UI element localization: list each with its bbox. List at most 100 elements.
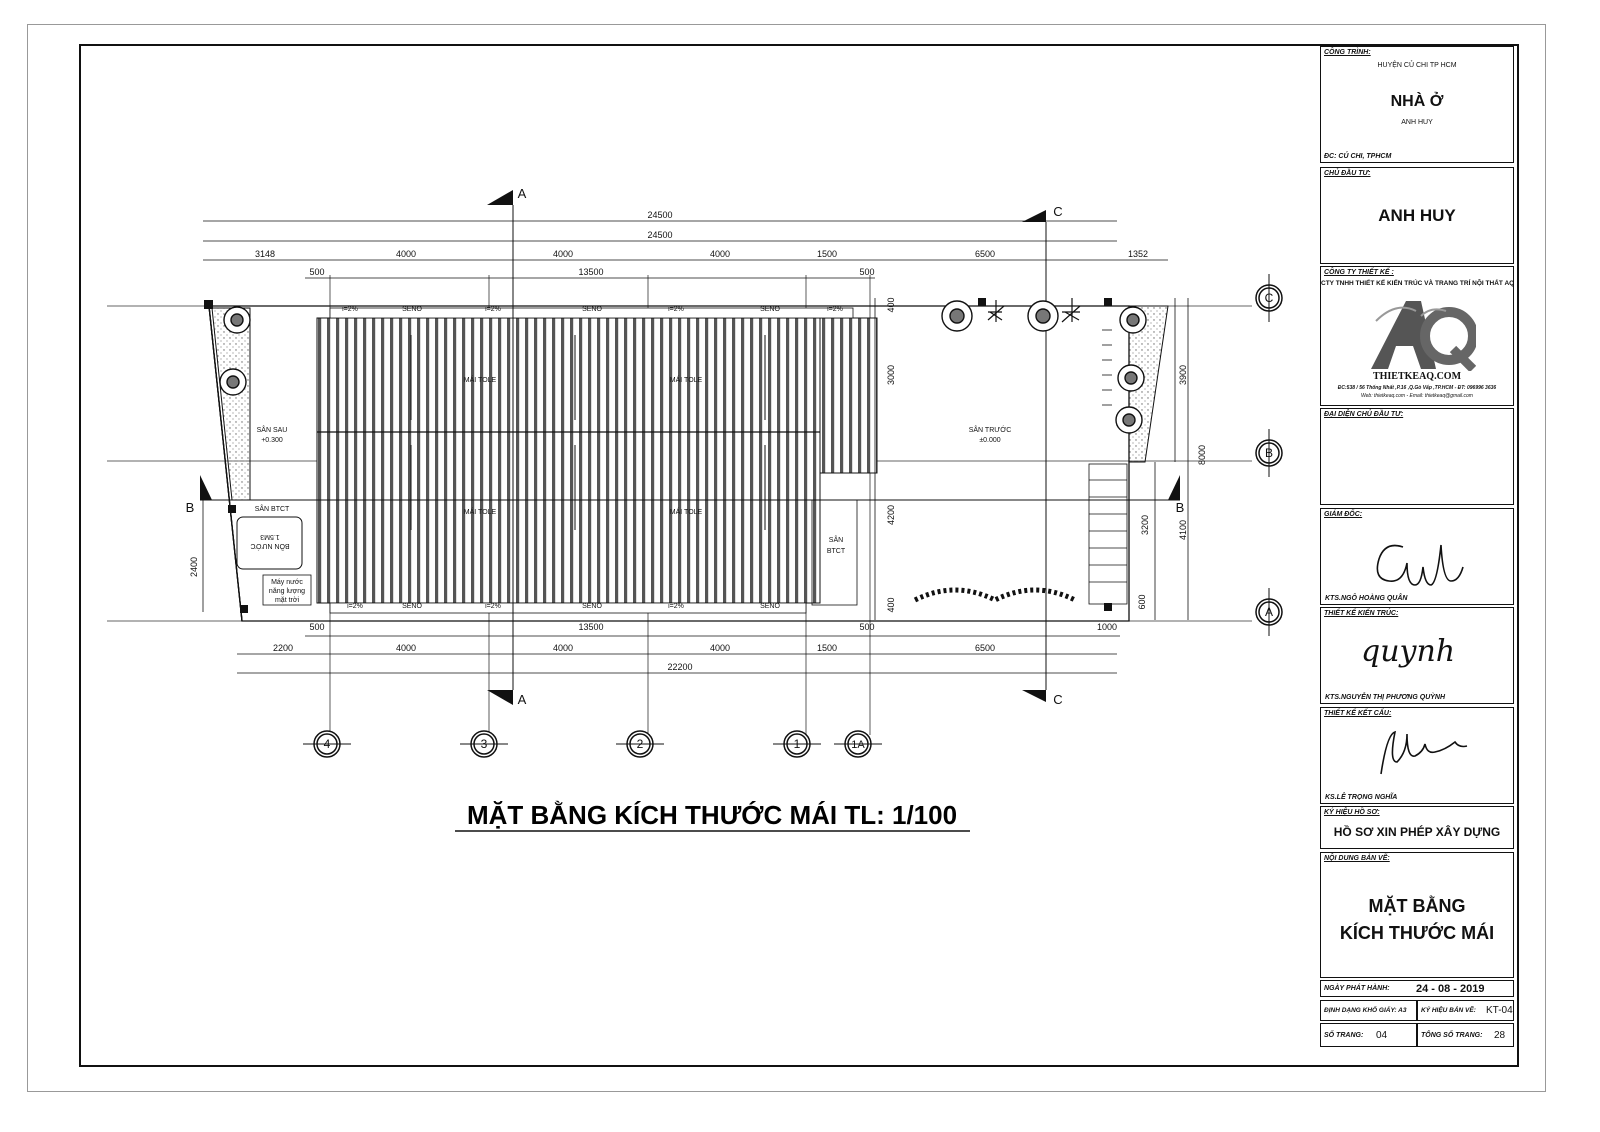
water-tank-capacity: 1.5M3 (260, 533, 280, 540)
dim-top-seg: 1500 (817, 249, 837, 259)
dim-top-inner: 500 (859, 267, 874, 277)
axis-label-c: C (1265, 291, 1274, 305)
gutter-top (329, 307, 854, 319)
slope-label: i=2% (668, 603, 684, 610)
back-yard-level: +0.300 (261, 437, 283, 444)
gutter-bottom (329, 602, 807, 614)
architect-name: KTS.NGUYỄN THỊ PHƯƠNG QUỲNH (1325, 694, 1446, 701)
content-cell: NỘI DUNG BẢN VẼ: MẶT BẰNG KÍCH THƯỚC MÁI (1320, 852, 1514, 978)
director-label: GIÁM ĐỐC: (1324, 511, 1363, 518)
issue-cell: NGÀY PHÁT HÀNH: 24 - 08 - 2019 (1320, 980, 1514, 997)
slope-label: i=2% (485, 603, 501, 610)
director-signature (1376, 544, 1464, 586)
slab-yard-mid-label: BTCT (827, 548, 846, 555)
solar-heater-label: Máy nước (271, 579, 303, 586)
dim-mid: 3000 (886, 365, 896, 385)
architect-cell: THIẾT KẾ KIẾN TRÚC: quynh KTS.NGUYỄN THỊ… (1320, 607, 1514, 704)
issue-label: NGÀY PHÁT HÀNH: (1324, 985, 1390, 992)
slope-label: i=2% (668, 306, 684, 313)
drawing-title: MẶT BẰNG KÍCH THƯỚC MÁI TL: 1/100 (467, 800, 957, 830)
structure-signature (1380, 730, 1468, 775)
water-tank-label: BỒN NƯỚC (250, 542, 289, 552)
dim-top-seg: 4000 (396, 249, 416, 259)
dim-mid: 400 (886, 597, 896, 612)
dim-bottom-seg: 1500 (817, 643, 837, 653)
roof-label: MÁI TOLE (464, 507, 497, 516)
solar-heater-label: mặt trời (275, 597, 299, 604)
dim-right: 600 (1137, 594, 1147, 609)
sheet-code-cell: KÝ HIỆU BẢN VẼ: KT-04 (1417, 1000, 1514, 1021)
axis-label-4: 4 (324, 737, 331, 751)
gutter-label: SENO (402, 603, 422, 610)
dim-bottom-seg: 6500 (975, 643, 995, 653)
dim-bottom-inner: 1000 (1097, 622, 1117, 632)
roof-label: MÁI TOLE (464, 375, 497, 384)
gutter-label: SENO (760, 306, 780, 313)
project-owner: ANH HUY (1401, 119, 1433, 126)
back-yard-label: SÂN SAU (257, 425, 288, 434)
axis-label-2: 2 (637, 737, 644, 751)
company-logo (1371, 301, 1476, 371)
solar-heater-outline (262, 574, 312, 606)
dim-bottom-inner: 500 (309, 622, 324, 632)
investor-label: CHỦ ĐẦU TƯ: (1324, 170, 1371, 177)
project-label: CÔNG TRÌNH: (1324, 49, 1371, 56)
director-name: KTS.NGÔ HOÀNG QUÂN (1325, 595, 1408, 602)
dim-bottom-inner: 500 (859, 622, 874, 632)
issue-date: 24 - 08 - 2019 (1416, 983, 1485, 995)
drawing-frame (79, 44, 1519, 1067)
investor-cell: CHỦ ĐẦU TƯ: ANH HUY (1320, 167, 1514, 264)
dim-top-seg: 6500 (975, 249, 995, 259)
structure-name: KS.LÊ TRỌNG NGHĨA (1325, 794, 1398, 801)
front-stairs (1088, 329, 1128, 605)
gutter-label: SENO (582, 603, 602, 610)
dim-top-seg: 4000 (710, 249, 730, 259)
dim-top-seg: 4000 (553, 249, 573, 259)
slab-yard-outline (811, 499, 858, 606)
axis-label-1: 1 (794, 737, 801, 751)
project-location: HUYỆN CỦ CHI TP HCM (1377, 62, 1457, 69)
paper-label: ĐỊNH DẠNG KHỔ GIẤY: A3 (1324, 1007, 1407, 1014)
designer-company: CTY TNHH THIẾT KẾ KIẾN TRÚC VÀ TRANG TRÍ… (1321, 280, 1515, 287)
sheet-code: KT-04 (1486, 1005, 1513, 1016)
slope-label: i=2% (827, 306, 843, 313)
solar-heater-label: năng lượng (269, 588, 305, 595)
designer-cell: CÔNG TY THIẾT KẾ : CTY TNHH THIẾT KẾ KIẾ… (1320, 266, 1514, 406)
investor-name: ANH HUY (1378, 206, 1456, 225)
sheet-code-label: KÝ HIỆU BẢN VẼ: (1421, 1007, 1476, 1014)
sheet-outer-border (27, 24, 1546, 1092)
dim-right: 4100 (1178, 520, 1188, 540)
dim-top-seg: 1352 (1128, 249, 1148, 259)
page-cell: SỐ TRANG: 04 (1320, 1023, 1417, 1047)
back-yard-planter (211, 307, 251, 501)
director-cell: GIÁM ĐỐC: KTS.NGÔ HOÀNG QUÂN (1320, 508, 1514, 605)
roof-label: MÁI TOLE (670, 507, 703, 516)
dim-top-seg: 3148 (255, 249, 275, 259)
dim-bottom-seg: 4000 (553, 643, 573, 653)
gutter-label: SENO (582, 306, 602, 313)
designer-address: ĐC:538 / 56 Thống Nhất ,P.16 ,Q.Gò Vấp ,… (1337, 385, 1497, 391)
dim-bottom-seg: 2200 (273, 643, 293, 653)
project-address: ĐC: CỦ CHI, TPHCM (1324, 153, 1392, 160)
dimension-lines (202, 220, 1189, 674)
structure-label: THIẾT KẾ KẾT CẤU: (1324, 710, 1392, 717)
content-label: NỘI DUNG BẢN VẼ: (1324, 855, 1390, 862)
section-mark-a: A (518, 692, 527, 707)
shrubs (913, 298, 1081, 603)
front-yard-label: SÂN TRƯỚC (969, 425, 1012, 434)
dim-mid: 400 (886, 297, 896, 312)
roof-label: MÁI TOLE (670, 375, 703, 384)
building-outline (208, 305, 1130, 622)
slope-label: i=2% (485, 306, 501, 313)
dim-right: 3900 (1178, 365, 1188, 385)
section-mark-b: B (1176, 500, 1185, 515)
dim-mid: 4200 (886, 505, 896, 525)
dim-overall-1: 24500 (647, 210, 672, 220)
project-cell: CÔNG TRÌNH: HUYỆN CỦ CHI TP HCM NHÀ Ở AN… (1320, 46, 1514, 163)
page-no: 04 (1376, 1030, 1388, 1041)
code-value: HỒ SƠ XIN PHÉP XÂY DỰNG (1333, 825, 1501, 839)
slab-yard-label: SÂN BTCT (255, 504, 290, 513)
code-label: KÝ HIỆU HỒ SƠ: (1324, 809, 1380, 816)
dim-right: 3200 (1140, 515, 1150, 535)
